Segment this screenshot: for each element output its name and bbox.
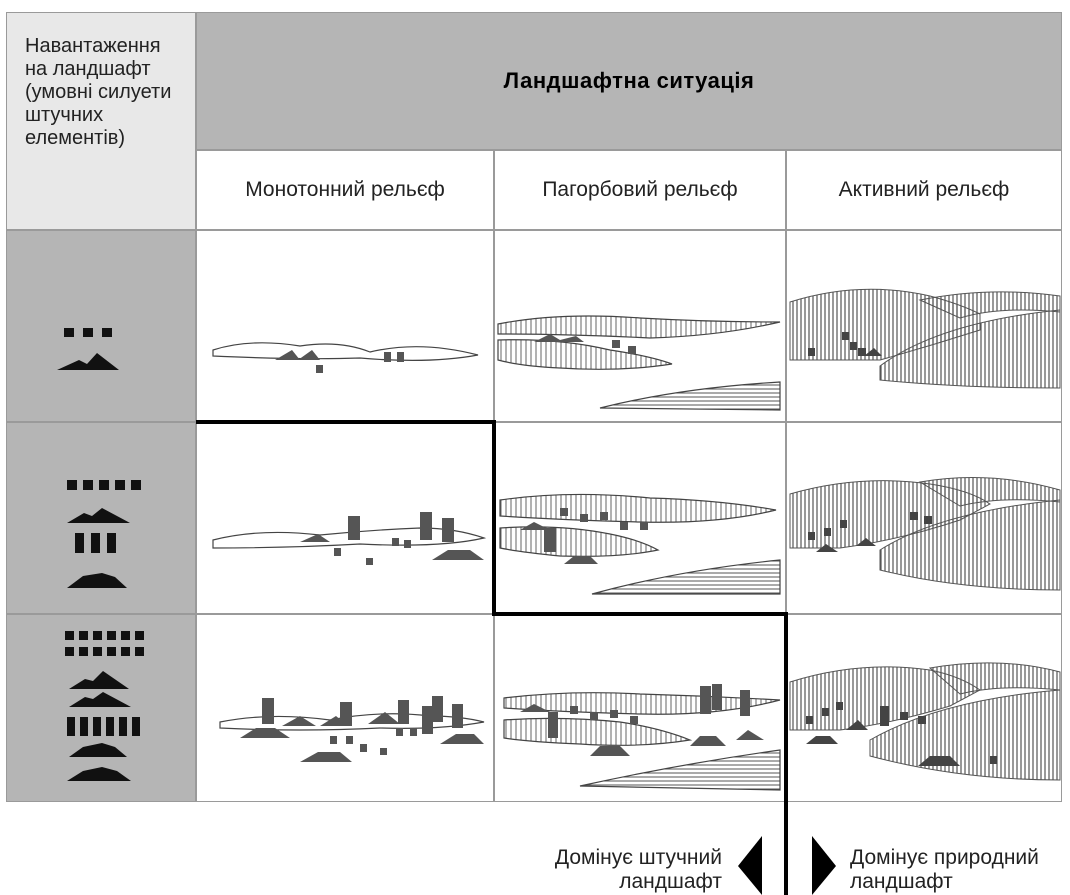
silhouette-medium-icon [67,480,141,588]
landscape-situation-header: Ландшафтна ситуація [196,12,1062,150]
load-header-label: Навантаження на ландшафт (умовні силуети… [25,35,172,149]
sketch-hilly-low [497,315,781,411]
column-label-active: Активний рельєф [838,178,1010,201]
silhouette-high-icon [65,631,144,781]
legend-artificial-dominant: Домінує штучний ландшафт [554,846,722,893]
arrow-right-icon [812,836,836,895]
column-label-hilly: Пагорбовий рельєф [542,178,738,201]
column-header-hilly: Пагорбовий рельєф [494,150,786,230]
sketch-active-medium [789,477,1061,591]
column-header-monotone: Монотонний рельєф [196,150,494,230]
sketch-active-high [789,662,1061,781]
sketch-hilly-medium [499,493,781,595]
dominance-boundary-line [196,420,788,895]
table-title: Ландшафтна ситуація [503,68,755,93]
sketch-monotone-low [212,342,479,373]
column-label-monotone: Монотонний рельєф [245,178,445,201]
scene-monotone-low [196,230,494,422]
arrow-left-icon [738,836,762,895]
load-level-high [6,614,196,802]
sketch-active-low [789,288,1061,389]
silhouette-low-icon [57,328,119,370]
sketch-monotone-medium [212,512,487,565]
sketch-hilly-high [503,684,781,791]
load-level-low [6,230,196,422]
sketch-monotone-high [219,696,485,762]
load-level-medium [6,422,196,614]
load-header-cell: Навантаження на ландшафт (умовні силуети… [6,12,196,230]
legend-natural-dominant: Домінує природний ландшафт [850,846,1039,893]
column-header-active: Активний рельєф [786,150,1062,230]
